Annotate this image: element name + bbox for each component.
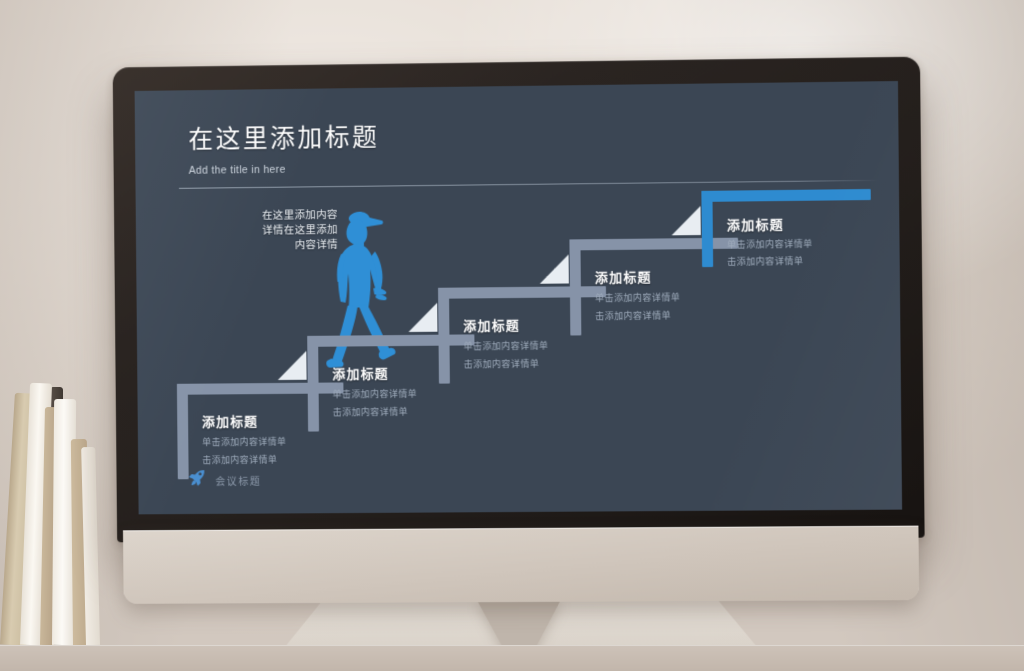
rocket-icon: [188, 468, 207, 492]
desk-surface: [0, 645, 1024, 671]
slide-footer: 会议标题: [188, 468, 262, 492]
monitor-screen: 在这里添加标题 Add the title in here 在这里添加内容 详情…: [134, 81, 903, 515]
step-line2-2: 击添加内容详情单: [332, 406, 408, 418]
page-subtitle: Add the title in here: [188, 163, 286, 177]
page-title: 在这里添加标题: [188, 123, 380, 154]
step-line2-5: 击添加内容详情单: [727, 256, 804, 267]
step-line1-3: 单击添加内容详情单: [463, 340, 549, 352]
step-triangle-1: [277, 350, 307, 380]
step-title-4: 添加标题: [594, 269, 652, 286]
step-bar-left-4: [569, 239, 582, 336]
footer-label: 会议标题: [215, 476, 262, 488]
step-line1-4: 单击添加内容详情单: [594, 292, 681, 304]
step-bar-left-1: [176, 383, 189, 480]
step-line1-2: 单击添加内容详情单: [332, 388, 418, 400]
step-bar-left-5: [701, 190, 714, 268]
slide-header: 在这里添加标题 Add the title in here: [188, 112, 864, 177]
step-line2-3: 击添加内容详情单: [463, 358, 540, 370]
monitor-chin: [122, 525, 920, 604]
step-line2-4: 击添加内容详情单: [595, 310, 672, 322]
step-title-5: 添加标题: [726, 217, 785, 233]
step-triangle-3: [539, 254, 569, 284]
step-triangle-4: [671, 205, 701, 236]
monitor: 在这里添加标题 Add the title in here 在这里添加内容 详情…: [112, 56, 925, 671]
step-triangle-2: [408, 302, 438, 332]
step-line1-5: 单击添加内容详情单: [726, 238, 813, 250]
step-title-2: 添加标题: [332, 366, 389, 382]
step-bar-left-3: [438, 287, 450, 384]
presentation-slide: 在这里添加标题 Add the title in here 在这里添加内容 详情…: [134, 81, 903, 515]
step-line2-1: 击添加内容详情单: [202, 454, 278, 466]
step-line1-1: 单击添加内容详情单: [202, 436, 287, 448]
header-divider: [178, 179, 879, 189]
step-bar-top-5: [701, 188, 871, 202]
step-card-5[interactable]: 添加标题 单击添加内容详情单 击添加内容详情单: [701, 188, 871, 268]
book-stack: [0, 377, 126, 671]
step-title-1: 添加标题: [201, 414, 259, 430]
step-title-3: 添加标题: [463, 317, 521, 334]
step-bar-left-2: [307, 335, 320, 432]
